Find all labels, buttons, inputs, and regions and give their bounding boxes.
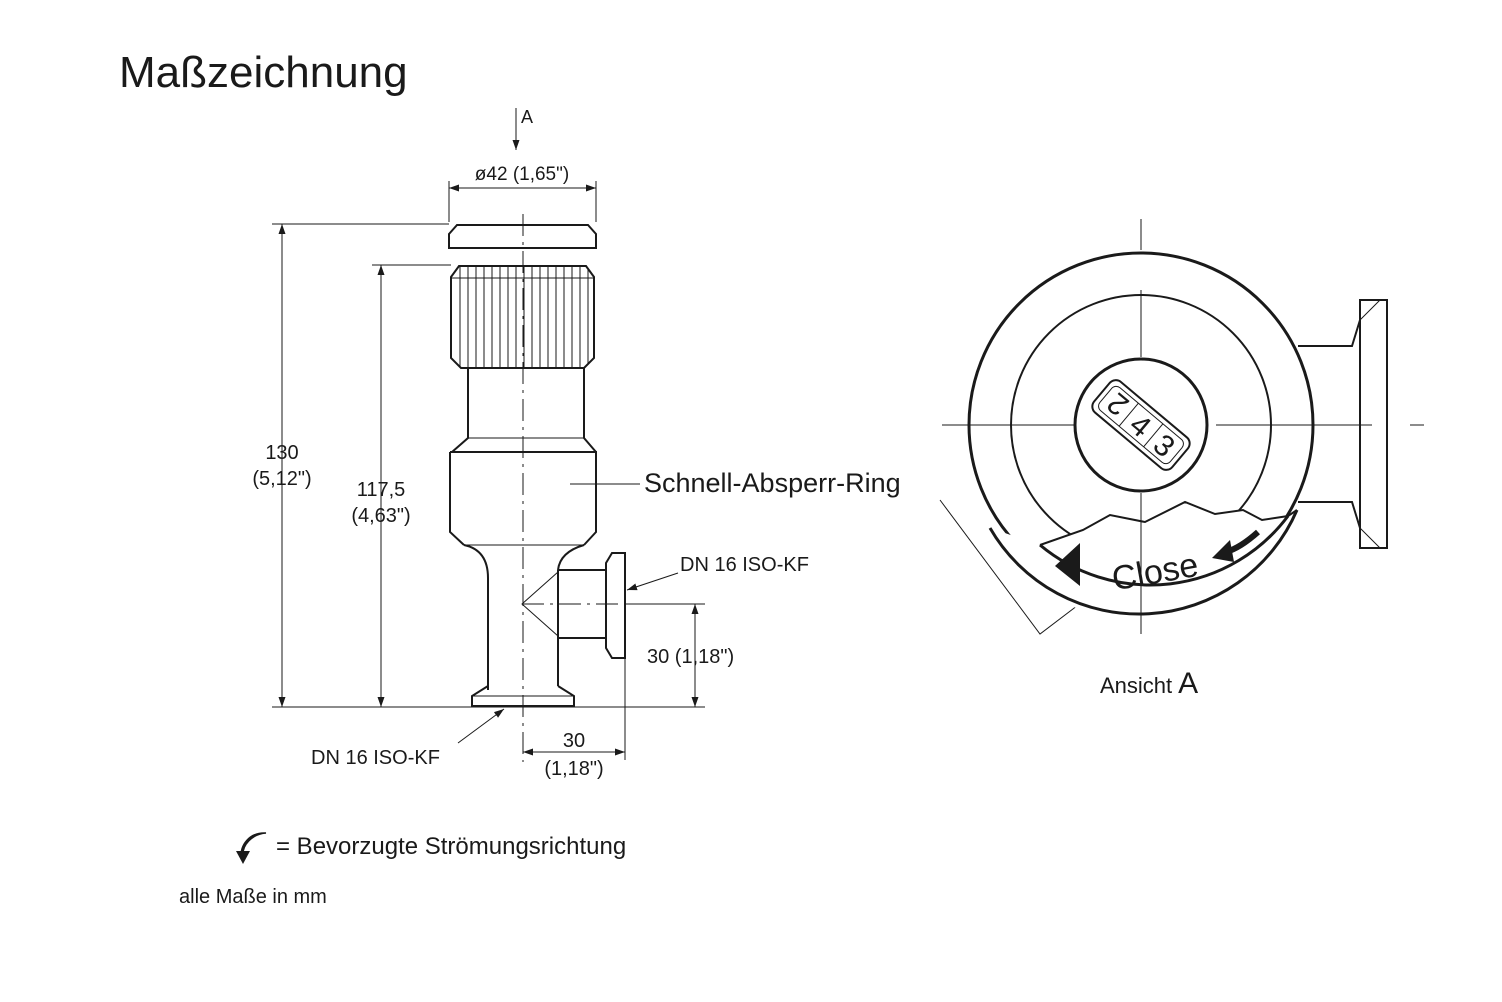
flange-bottom-leader [457, 708, 505, 744]
view-a-digit-window: 2 4 3 [1091, 379, 1191, 471]
digit-2: 4 [1123, 408, 1157, 444]
knurling [451, 266, 594, 368]
side-flange [605, 552, 626, 659]
height-total-dimension [272, 223, 705, 708]
side-offset-dimension [625, 603, 705, 707]
flange-side-leader [626, 572, 679, 591]
units-note: alle Maße in mm [179, 886, 327, 908]
ring-label: Schnell-Absperr-Ring [644, 468, 901, 498]
valve-knob [450, 265, 595, 369]
flange-side-label: DN 16 ISO-KF [680, 554, 809, 576]
ring-leader-right [939, 499, 1091, 635]
view-a-side-port [1298, 319, 1361, 529]
view-a-marker: A [521, 107, 533, 127]
view-a-flange [1359, 299, 1388, 549]
view-a-top-view: Close 2 4 3 [942, 219, 1424, 634]
diameter-label: ø42 (1,65") [475, 164, 569, 185]
height-total-in: (5,12") [252, 468, 311, 490]
bottom-offset-dimension [523, 658, 626, 760]
side-offset-label: 30 (1,18") [647, 646, 734, 668]
diameter-dimension [448, 181, 597, 222]
height-total-mm: 130 [265, 442, 298, 464]
view-a-pointer [1055, 543, 1080, 586]
bottom-offset-mm: 30 [563, 730, 585, 752]
digit-3: 3 [1147, 428, 1181, 464]
valve-cap [448, 224, 597, 249]
bottom-offset-in: (1,18") [544, 758, 603, 780]
flange-bottom-label: DN 16 ISO-KF [311, 747, 440, 769]
curved-arrow-icon [236, 832, 267, 864]
height-body-mm: 117,5 [357, 479, 406, 501]
valve-side-view [448, 214, 640, 762]
view-a-cutaway [1039, 500, 1298, 546]
flow-legend-text: = Bevorzugte Strömungsrichtung [276, 833, 626, 860]
valve-neck [451, 368, 597, 453]
page-title: Maßzeichnung [119, 48, 408, 97]
digit-1: 2 [1101, 386, 1135, 422]
height-body-dimension [372, 264, 451, 707]
height-body-in: (4,63") [351, 505, 410, 527]
close-arrow-icon [1212, 540, 1234, 562]
